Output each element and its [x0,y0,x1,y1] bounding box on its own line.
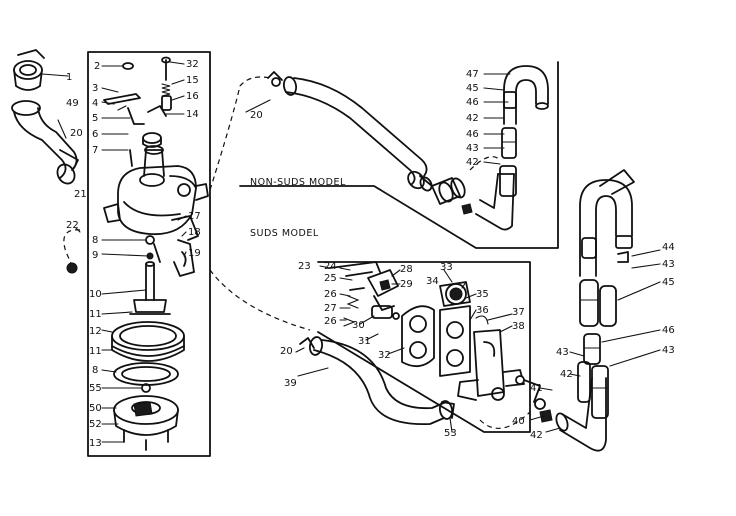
callout-28: 28 [400,264,413,275]
callout-3: 3 [92,83,98,94]
callout-52: 52 [89,419,102,430]
callout-4: 4 [92,98,98,109]
part-21-elbow-hose [11,100,79,185]
callout-29: 29 [400,279,413,290]
callout-19: 19 [188,248,201,259]
callout-27: 27 [324,303,337,314]
callout-8a: 8 [92,235,98,246]
part-callouts: 1 2 3 4 5 6 7 8 9 10 11 12 11 8 55 50 52… [66,59,675,449]
callout-50: 50 [89,403,102,414]
part-49-gasket [13,49,45,91]
callout-22: 22 [66,220,79,231]
callout-17: 17 [188,211,201,222]
callout-20b: 20 [250,110,263,121]
callout-44: 44 [662,242,675,253]
callout-46a: 46 [466,97,479,108]
callout-37: 37 [512,307,525,318]
callout-32b: 32 [378,350,391,361]
pump-leaders [41,61,187,443]
callout-31: 31 [358,336,371,347]
callout-2: 2 [94,61,100,72]
non-suds-model-label: NON-SUDS MODEL [250,177,346,188]
callout-24: 24 [324,261,337,272]
callout-13: 13 [89,438,102,449]
callout-16: 16 [186,91,199,102]
callout-39: 39 [284,378,297,389]
suds-valve-parts [319,261,525,401]
suds-right-piping [479,169,661,452]
callout-21: 21 [74,189,87,200]
callout-45a: 45 [466,83,479,94]
callout-26b: 26 [324,316,337,327]
section-labels: NON-SUDS MODEL SUDS MODEL [250,177,346,239]
main-discharge-hose [209,71,428,191]
callout-42b: 42 [466,157,479,168]
part-22-clip [63,229,81,274]
callout-20c: 20 [280,346,293,357]
non-suds-parts [419,65,549,231]
callout-8b: 8 [92,365,98,376]
callout-40: 40 [512,416,525,427]
callout-43d: 43 [662,259,675,270]
callout-45b: 45 [662,277,675,288]
callout-6: 6 [92,129,98,140]
callout-47: 47 [466,69,479,80]
callout-11b: 11 [89,346,102,357]
callout-49: 49 [66,98,79,109]
callout-42d: 42 [560,369,573,380]
callout-9: 9 [92,250,98,261]
callout-5: 5 [92,113,98,124]
suds-model-label: SUDS MODEL [250,228,319,239]
callout-7: 7 [92,145,98,156]
callout-25: 25 [324,273,337,284]
callout-46b: 46 [466,129,479,140]
callout-42c: 42 [530,430,543,441]
callout-14: 14 [186,109,199,120]
callout-35: 35 [476,289,489,300]
callout-26a: 26 [324,289,337,300]
pump-body [103,56,209,451]
callout-23: 23 [298,261,311,272]
callout-46c: 46 [662,325,675,336]
suds-inlet-hose [295,336,455,433]
suds-frame [209,261,531,433]
callout-12: 12 [89,326,102,337]
callout-43c: 43 [662,345,675,356]
callout-1: 1 [66,72,72,83]
callout-36: 36 [476,305,489,316]
callout-18: 18 [188,227,201,238]
callout-30: 30 [352,320,365,331]
callout-53: 53 [444,428,457,439]
callout-41: 41 [530,383,543,394]
callout-11a: 11 [89,309,102,320]
callout-55: 55 [89,383,102,394]
callout-33: 33 [440,262,453,273]
non-suds-frame [239,61,559,249]
callout-20a: 20 [70,128,83,139]
callout-42a: 42 [466,113,479,124]
callout-10: 10 [89,289,102,300]
callout-43b: 43 [556,347,569,358]
pump-assembly-frame [87,51,211,457]
callout-32a: 32 [186,59,199,70]
callout-38: 38 [512,321,525,332]
callout-43a: 43 [466,143,479,154]
callout-34: 34 [426,276,439,287]
callout-15: 15 [186,75,199,86]
